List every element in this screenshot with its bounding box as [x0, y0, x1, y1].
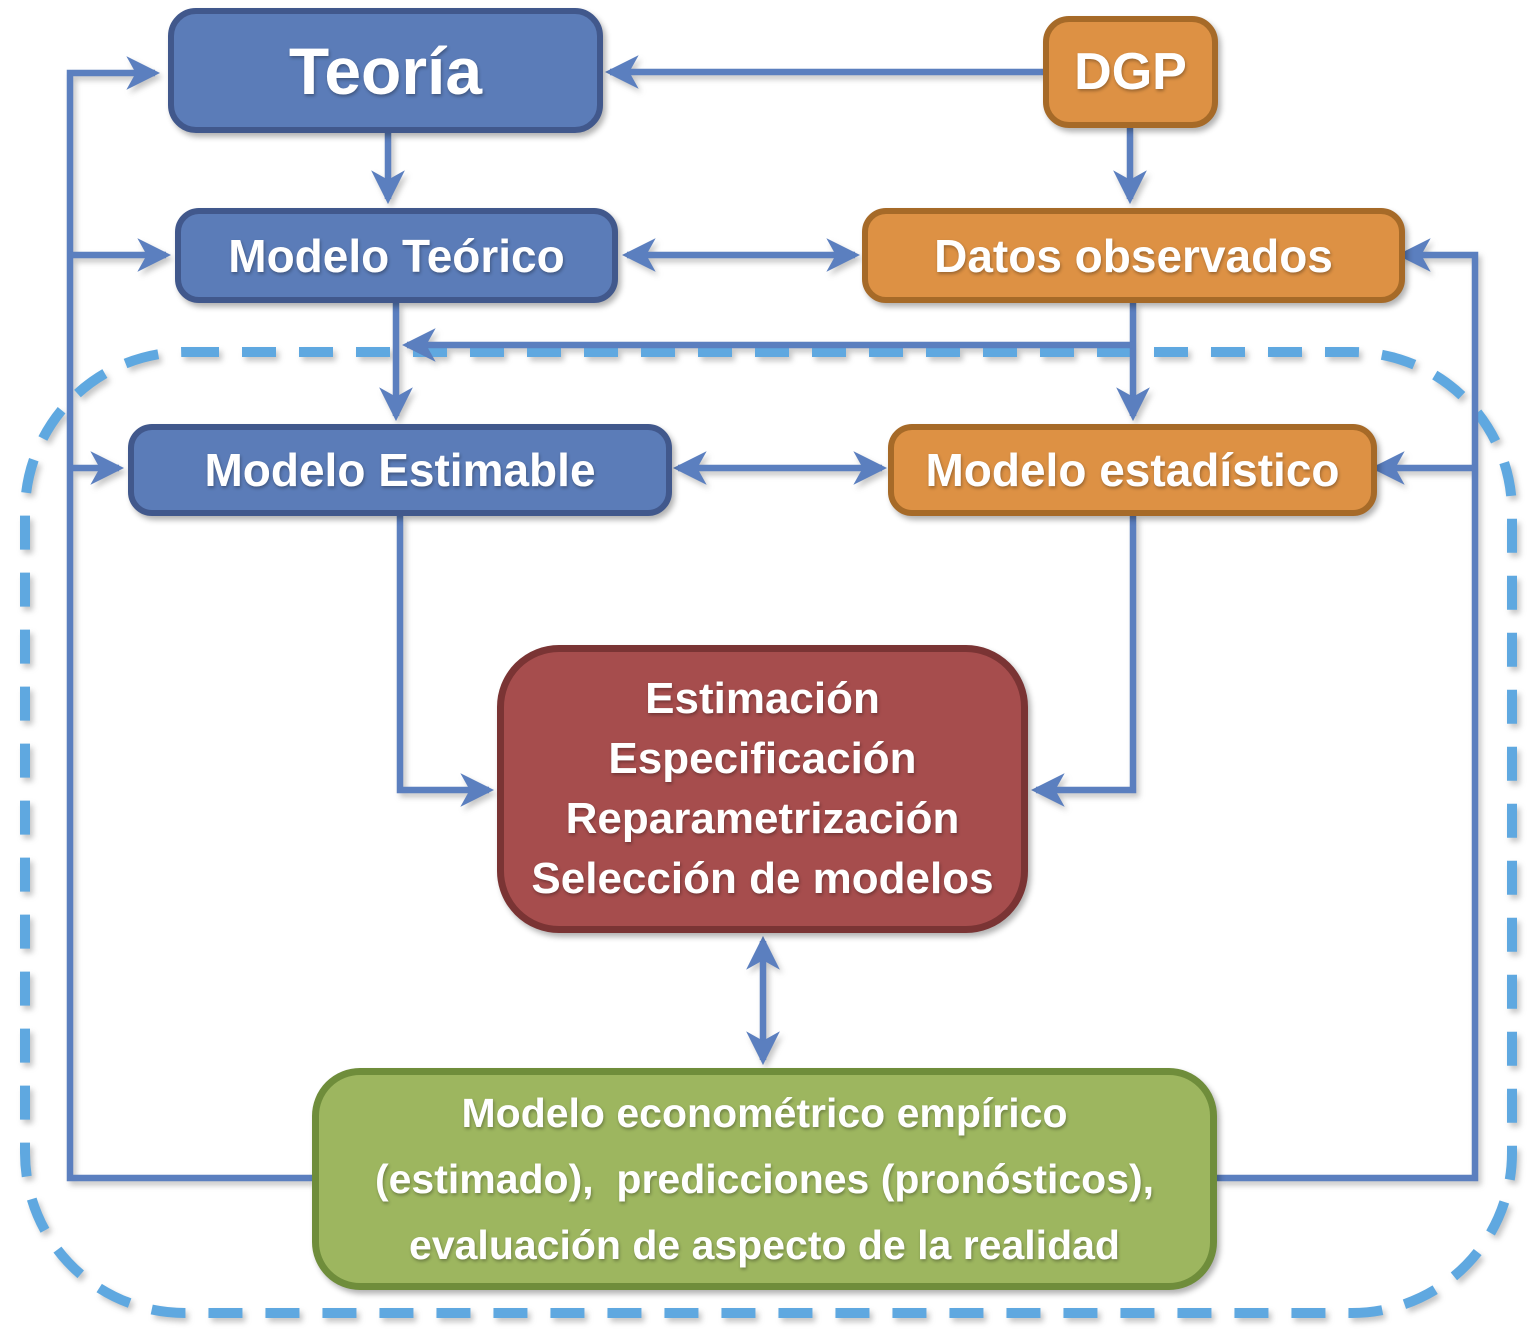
- box-modelo-teorico: Modelo Teórico: [175, 208, 618, 303]
- box-resultado: Modelo econométrico empírico (estimado),…: [312, 1068, 1217, 1290]
- box-dgp: DGP: [1043, 16, 1218, 128]
- dashed-boundary: [20, 347, 1517, 1318]
- box-modelo-estimable: Modelo Estimable: [128, 424, 672, 516]
- box-modelo-estadistico: Modelo estadístico: [888, 424, 1377, 516]
- box-datos-observados: Datos observados: [862, 208, 1405, 303]
- box-datos-observados-label: Datos observados: [934, 229, 1333, 282]
- arrow-modelo-estimable-to-procesos: [396, 516, 495, 807]
- procesos-line-seleccion: Selección de modelos: [531, 854, 994, 903]
- box-procesos: Estimación Especificación Reparametrizac…: [497, 645, 1028, 933]
- resultado-line-2: (estimado), predicciones (pronósticos),: [374, 1156, 1155, 1202]
- resultado-line-1: Modelo econométrico empírico: [461, 1090, 1068, 1136]
- box-dgp-label: DGP: [1074, 43, 1187, 101]
- arrow-feedback-right-loop: [1217, 238, 1479, 1182]
- procesos-line-estimacion: Estimación: [645, 674, 880, 723]
- box-modelo-estadistico-label: Modelo estadístico: [925, 444, 1340, 496]
- box-modelo-estimable-label: Modelo Estimable: [204, 444, 596, 496]
- procesos-line-especificacion: Especificación: [608, 734, 917, 783]
- box-modelo-teorico-label: Modelo Teórico: [228, 229, 565, 282]
- box-teoria: Teoría: [168, 8, 603, 133]
- procesos-line-reparametrizacion: Reparametrización: [565, 794, 960, 843]
- arrow-modelo-estadistico-to-procesos: [1030, 516, 1137, 807]
- resultado-line-3: evaluación de aspecto de la realidad: [409, 1222, 1120, 1268]
- arrow-feedback-left-loop: [66, 56, 312, 1182]
- box-teoria-label: Teoría: [288, 33, 483, 108]
